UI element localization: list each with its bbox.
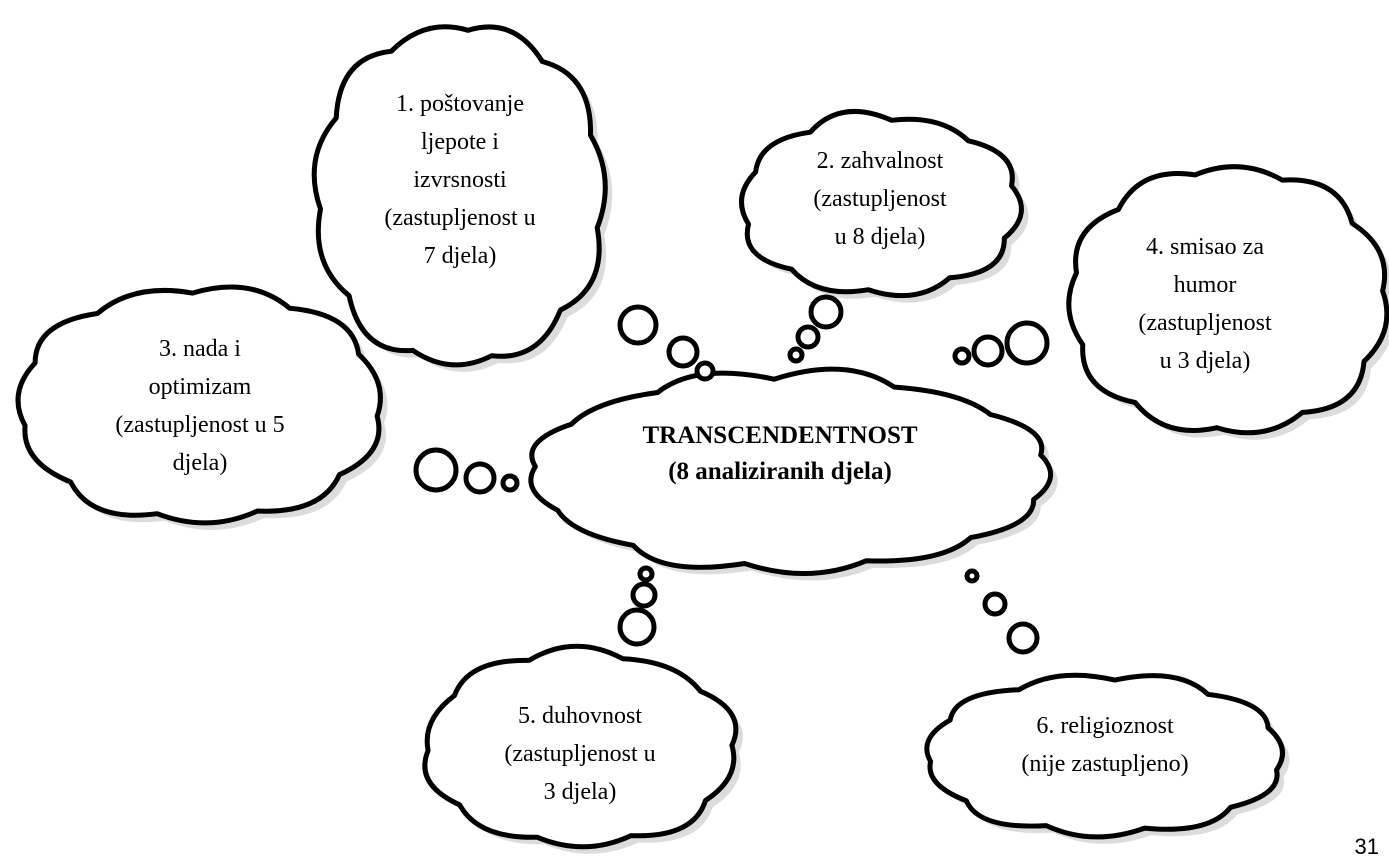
node-gratitude-text: 2. zahvalnost (zastupljenost u 8 djela) xyxy=(775,142,985,256)
node-beauty-line-1: 1. poštovanje xyxy=(396,91,524,117)
thought-bubble-13 xyxy=(637,565,655,583)
thought-bubble-7 xyxy=(1004,320,1050,366)
node-humor-line-4: u 3 djela) xyxy=(1159,348,1251,374)
thought-bubble-4 xyxy=(808,294,844,330)
thought-bubble-2 xyxy=(666,335,700,369)
thought-bubble-10 xyxy=(413,447,459,493)
node-humor-line-2: humor xyxy=(1173,272,1237,298)
thought-bubble-8 xyxy=(971,334,1005,368)
thought-bubble-11 xyxy=(463,461,497,495)
node-beauty-line-5: 7 djela) xyxy=(423,243,497,269)
node-religiousness-line-2: (nije zastupljeno) xyxy=(1021,751,1189,777)
node-humor-line-3: (zastupljenost xyxy=(1138,310,1272,336)
thought-bubble-3 xyxy=(694,360,716,382)
thought-bubble-18 xyxy=(1006,621,1040,655)
thought-bubble-1 xyxy=(617,304,659,346)
node-hope-text: 3. nada i optimizam (zastupljenost u 5 d… xyxy=(80,330,320,482)
cloud-humor xyxy=(1066,164,1389,436)
node-spirituality-line-3: 3 djela) xyxy=(543,779,617,805)
node-spirituality-line-1: 5. duhovnost xyxy=(517,703,642,729)
node-beauty-line-4: (zastupljenost u xyxy=(384,205,536,231)
node-hope-line-1: 3. nada i xyxy=(159,336,241,362)
thought-bubble-17 xyxy=(982,591,1008,617)
node-religiousness-text: 6. religioznost (nije zastupljeno) xyxy=(990,707,1220,783)
cloud-religiousness xyxy=(924,672,1285,840)
cloud-gratitude xyxy=(739,108,1024,299)
page-number: 31 xyxy=(1354,834,1379,859)
node-religiousness-line-1: 6. religioznost xyxy=(1036,713,1174,739)
node-gratitude-line-2: (zastupljenost xyxy=(813,186,947,212)
cloud-transcendence xyxy=(528,366,1053,576)
node-humor-text: 4. smisao za humor (zastupljenost u 3 dj… xyxy=(1100,228,1310,380)
thought-bubble-9 xyxy=(952,346,972,366)
node-beauty-line-3: izvrsnosti xyxy=(413,167,507,193)
center-title: TRANSCENDENTNOST xyxy=(642,422,918,449)
thought-bubble-12 xyxy=(500,473,520,493)
node-gratitude-line-1: 2. zahvalnost xyxy=(816,148,944,174)
node-beauty-line-2: ljepote i xyxy=(421,129,499,155)
center-subtitle: (8 analiziranih djela) xyxy=(668,458,892,485)
cloud-spirituality xyxy=(422,643,739,850)
thought-bubble-14 xyxy=(630,581,658,609)
cloud-beauty xyxy=(311,24,608,368)
node-hope-line-4: djela) xyxy=(172,450,228,476)
thought-bubble-15 xyxy=(617,607,657,647)
center-text: TRANSCENDENTNOST (8 analiziranih djela) xyxy=(600,418,960,490)
thought-bubble-5 xyxy=(795,324,821,350)
thought-bubble-6 xyxy=(787,346,805,364)
node-beauty-text: 1. poštovanje ljepote i izvrsnosti (zast… xyxy=(340,85,580,275)
node-humor-line-1: 4. smisao za xyxy=(1146,234,1264,260)
thought-bubble-16 xyxy=(964,568,980,584)
node-spirituality-text: 5. duhovnost (zastupljenost u 3 djela) xyxy=(465,697,695,811)
node-spirituality-line-2: (zastupljenost u xyxy=(504,741,656,767)
node-gratitude-line-3: u 8 djela) xyxy=(834,224,926,250)
node-hope-line-3: (zastupljenost u 5 xyxy=(115,412,285,438)
cloud-hope xyxy=(15,284,383,526)
node-hope-line-2: optimizam xyxy=(148,374,252,400)
